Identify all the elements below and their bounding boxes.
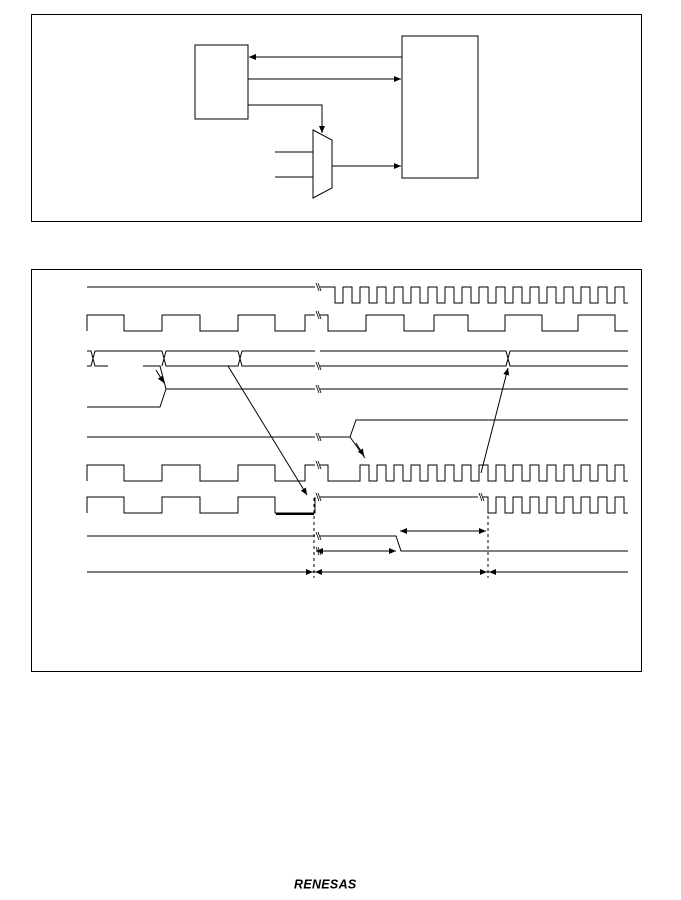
- arrow-signal4-edge: [155, 369, 165, 384]
- arrow-bus-to-signal7: [227, 365, 308, 496]
- arrow-small-to-mux: [248, 104, 325, 133]
- signal-7: [86, 496, 628, 514]
- signal-5: [87, 419, 628, 459]
- block-diagram: [194, 35, 479, 199]
- arrow-signal6-to-bus: [480, 367, 510, 474]
- block-small: [194, 44, 249, 120]
- multiplexer: [312, 129, 333, 199]
- timing-diagram: [86, 282, 628, 578]
- signal-6: [86, 464, 628, 482]
- signal-1: [87, 286, 628, 304]
- signal-4: [87, 365, 628, 408]
- signal-2: [86, 314, 628, 332]
- signal-8: [87, 535, 628, 552]
- renesas-logo: RENESAS: [294, 878, 357, 892]
- signal-3: [87, 350, 628, 367]
- timing-diagram-frame: [31, 269, 642, 672]
- logo-text: RENESAS: [294, 878, 357, 892]
- break-marks: [315, 282, 485, 556]
- block-diagram-frame: [31, 14, 642, 222]
- arrow-signal5-edge: [355, 442, 365, 457]
- block-large: [401, 35, 479, 179]
